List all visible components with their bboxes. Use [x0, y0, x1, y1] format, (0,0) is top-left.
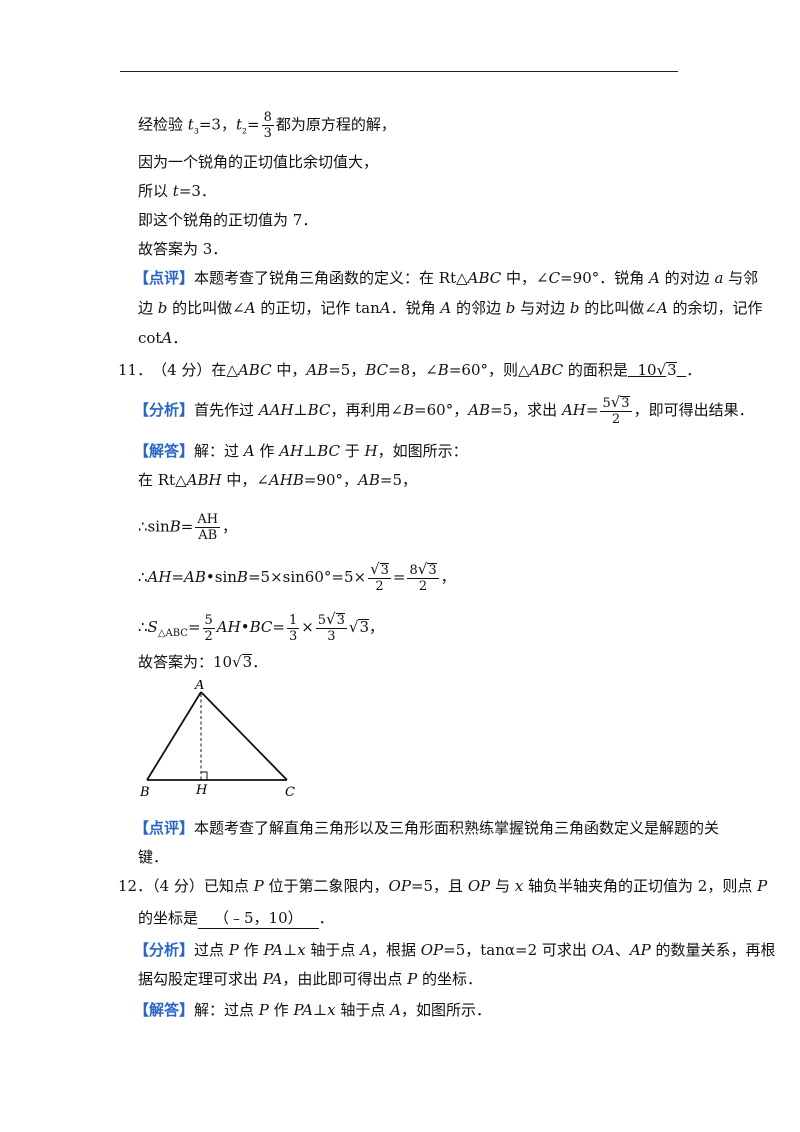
line-comment-10c: cotA．	[138, 329, 188, 347]
solution-11-intro: 【解答】解：过 A 作 AH⊥BC 于 H，如图所示：	[134, 442, 468, 460]
analysis-11: 【分析】首先作过 AAH⊥BC，再利用∠B=60°，AB=5，求出 AH=5√3…	[134, 393, 754, 428]
question-12a: 12．（4 分）已知点 P 位于第二象限内，OP=5，且 OP 与 x 轴负半轴…	[118, 877, 768, 895]
solution-12: 【解答】解：过点 P 作 PA⊥x 轴于点 A，如图所示．	[134, 1001, 491, 1019]
line-so: 所以 t=3．	[138, 182, 216, 200]
label-a: A	[194, 680, 204, 693]
solution-11-triangle: 在 Rt△ABH 中，∠AHB=90°，AB=5，	[138, 471, 417, 489]
question-12b: 的坐标是（﹣5，10）．	[138, 908, 334, 929]
comment-11a: 【点评】本题考查了解直角三角形以及三角形面积熟练掌握锐角三角函数定义是解题的关	[134, 819, 720, 837]
solution-11-answer: 故答案为：10√3．	[138, 653, 268, 671]
analysis-12a: 【分析】过点 P 作 PA⊥x 轴于点 A，根据 OP=5，tanα=2 可求出…	[134, 941, 776, 959]
analysis-12b: 据勾股定理可求出 PA，由此即可得出点 P 的坐标．	[138, 970, 482, 988]
side-ab	[146, 691, 202, 781]
right-angle-mark	[201, 771, 208, 780]
header-rule	[120, 71, 678, 72]
triangle-figure: A B H C	[139, 680, 295, 800]
line-comment-10b: 边 b 的比叫做∠A 的正切，记作 tanA．锐角 A 的邻边 b 与对边 b …	[138, 299, 763, 317]
line-comment-10a: 【点评】本题考查了锐角三角函数的定义：在 Rt△ABC 中，∠C=90°．锐角 …	[134, 269, 759, 287]
line-answer-10: 故答案为 3．	[138, 240, 228, 258]
answer-blank-12: （﹣5，10）	[198, 908, 319, 929]
label-c: C	[285, 785, 295, 800]
answer-blank-11: 10√3	[637, 361, 677, 379]
line-tan: 即这个锐角的正切值为 7．	[138, 211, 318, 229]
question-11: 11． （4 分）在△ABC 中，AB=5，BC=8，∠B=60°，则△ABC …	[118, 361, 702, 379]
side-ac	[200, 691, 288, 781]
label-h: H	[195, 783, 208, 798]
comment-11b: 键．	[138, 848, 169, 866]
label-b: B	[139, 785, 150, 800]
line-because: 因为一个锐角的正切值比余切值大，	[138, 153, 379, 171]
